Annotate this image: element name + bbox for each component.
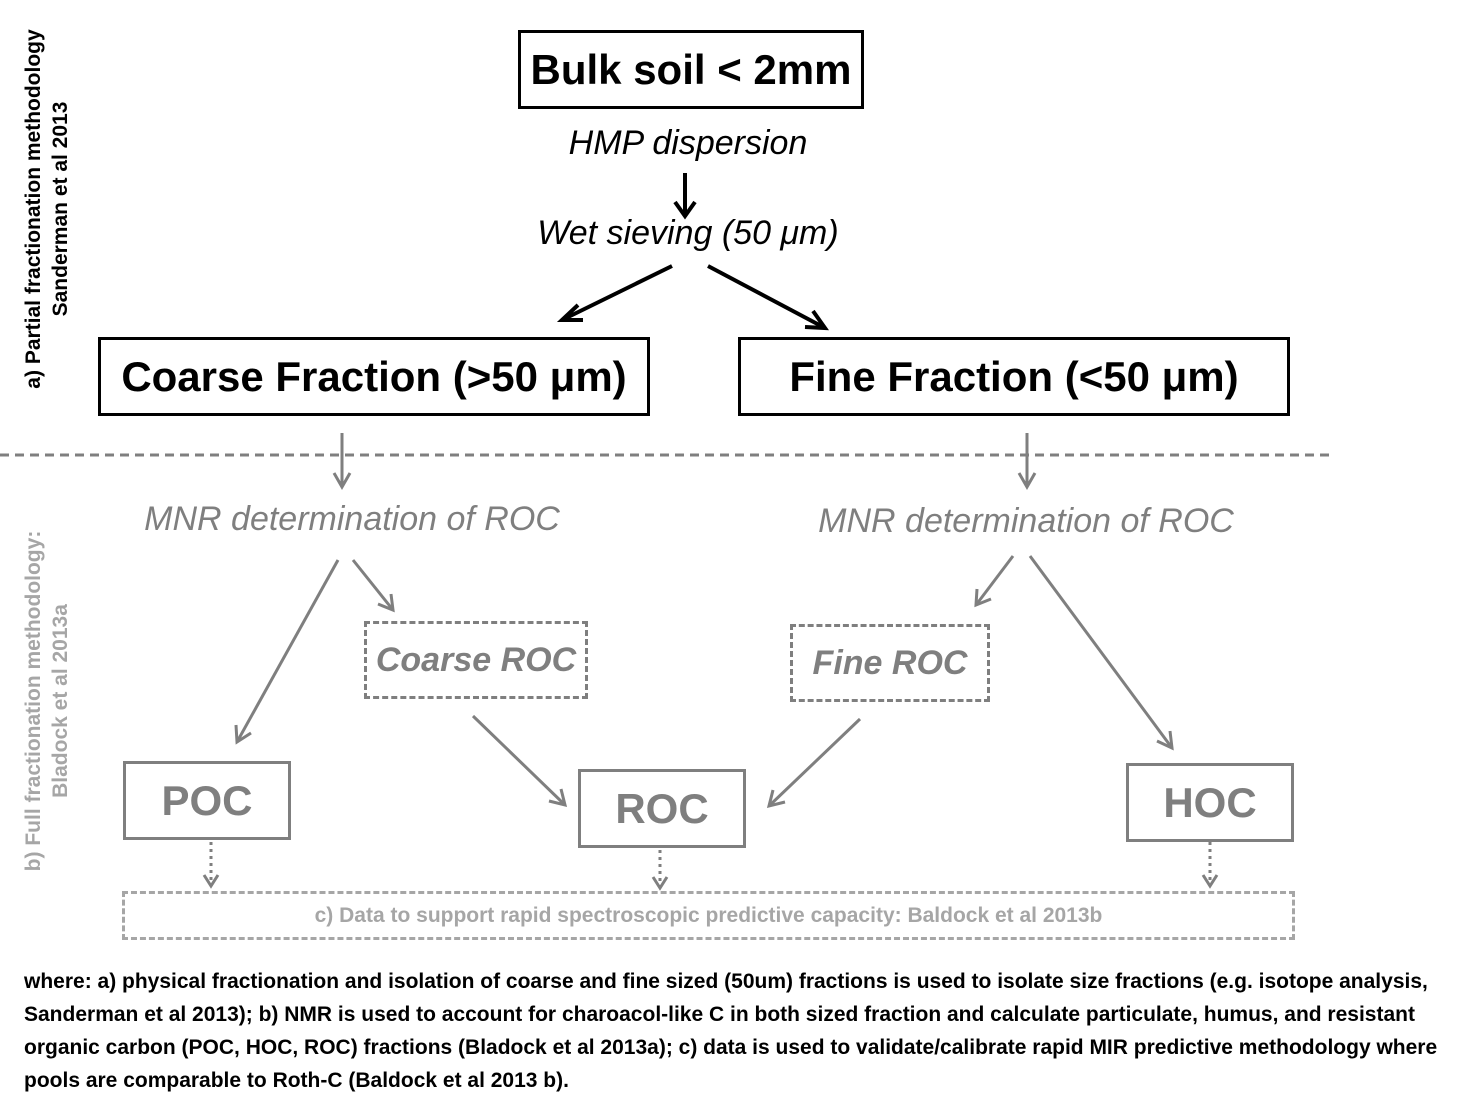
arrow-coarse-to-mnr [332,433,352,491]
fine-fraction-box: Fine Fraction (<50 μm) [738,337,1290,416]
data-support-label: c) Data to support rapid spectroscopic p… [314,903,1103,927]
poc-box: POC [123,761,291,840]
coarse-fraction-box: Coarse Fraction (>50 μm) [98,337,650,416]
arrow-hmp-to-sieving [673,173,697,220]
coarse-roc-label: Coarse ROC [375,640,577,679]
mnr-right-label: MNR determination of ROC [818,502,1234,540]
roc-box: ROC [578,769,746,848]
data-support-box: c) Data to support rapid spectroscopic p… [122,891,1295,940]
side-label-a: a) Partial fractionation methodology San… [20,0,74,419]
dotted-arrow-roc-to-data [651,850,669,891]
arrow-coarse-roc-to-roc [471,714,568,808]
dotted-arrow-poc-to-data [202,842,220,889]
fine-fraction-label: Fine Fraction (<50 μm) [789,352,1239,400]
fine-roc-label: Fine ROC [812,643,968,682]
hoc-label: HOC [1163,778,1257,826]
mnr-left-label: MNR determination of ROC [144,500,560,538]
side-label-a-line2: Sanderman et al 2013 [49,101,72,317]
figure-caption: where: a) physical fractionation and iso… [24,970,1438,1092]
bulk-soil-box: Bulk soil < 2mm [518,30,864,109]
side-label-b: b) Full fractionation methodology: Blado… [20,491,74,911]
arrow-fine-to-mnr [1017,433,1037,491]
arrow-sieving-to-fine [707,264,830,331]
arrow-mnr-to-fine-roc [974,555,1015,608]
coarse-roc-box: Coarse ROC [364,621,588,699]
arrow-mnr-to-coarse-roc [351,559,395,613]
bulk-soil-label: Bulk soil < 2mm [530,45,852,93]
arrow-mnr-to-hoc [1028,555,1174,751]
hmp-dispersion-label: HMP dispersion [568,124,808,162]
wet-sieving-label: Wet sieving (50 μm) [537,214,839,252]
poc-label: POC [161,776,253,824]
side-label-a-line1: a) Partial fractionation methodology [22,29,45,389]
hoc-box: HOC [1126,763,1294,842]
coarse-fraction-label: Coarse Fraction (>50 μm) [121,352,627,400]
arrow-sieving-to-coarse [556,264,673,322]
arrow-fine-roc-to-roc [766,717,862,809]
side-label-b-line2: Bladock et al 2013a [49,604,72,798]
fine-roc-box: Fine ROC [790,624,990,702]
dotted-arrow-hoc-to-data [1201,842,1219,889]
arrow-mnr-to-poc [234,559,340,745]
roc-label: ROC [615,784,709,832]
side-label-b-line1: b) Full fractionation methodology: [22,530,45,872]
